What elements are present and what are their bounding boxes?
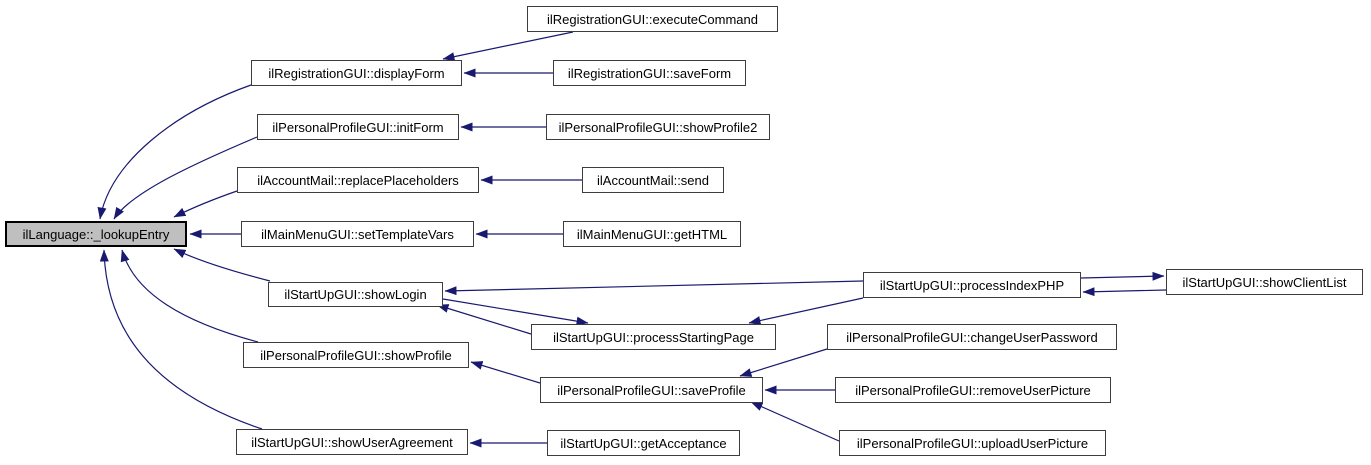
- edge-init-form-to-lookup-entry: [113, 136, 258, 220]
- graph-node-execute-command[interactable]: ilRegistrationGUI::executeCommand: [527, 6, 778, 32]
- graph-node-display-form[interactable]: ilRegistrationGUI::displayForm: [251, 60, 462, 86]
- graph-node-replace-placeholders[interactable]: ilAccountMail::replacePlaceholders: [237, 167, 479, 193]
- edge-process-index-php-to-show-client-list: [1080, 271, 1165, 281]
- edge-process-index-php-to-process-starting-page: [748, 297, 864, 325]
- graph-node-show-login[interactable]: ilStartUpGUI::showLogin: [268, 282, 443, 307]
- edge-upload-user-picture-to-save-profile: [750, 401, 840, 442]
- graph-node-show-profile2[interactable]: ilPersonalProfileGUI::showProfile2: [546, 114, 770, 140]
- edge-show-user-agreement-to-lookup-entry: [99, 249, 263, 430]
- edge-show-profile-to-lookup-entry: [120, 249, 259, 343]
- edge-replace-placeholders-to-lookup-entry: [173, 190, 238, 218]
- edge-process-index-php-to-show-login: [444, 280, 864, 296]
- graph-node-save-form[interactable]: ilRegistrationGUI::saveForm: [553, 60, 746, 86]
- edge-process-starting-page-to-show-login: [436, 304, 532, 335]
- graph-node-send[interactable]: ilAccountMail::send: [582, 167, 724, 193]
- edge-show-client-list-to-process-index-php: [1082, 287, 1167, 297]
- edge-save-profile-to-show-profile: [470, 361, 541, 384]
- graph-node-get-html[interactable]: ilMainMenuGUI::getHTML: [563, 221, 741, 247]
- graph-node-lookup-entry: ilLanguage::_lookupEntry: [5, 221, 187, 247]
- graph-node-get-acceptance[interactable]: ilStartUpGUI::getAcceptance: [547, 430, 740, 456]
- edge-show-login-to-lookup-entry: [173, 248, 271, 282]
- graph-node-process-index-php[interactable]: ilStartUpGUI::processIndexPHP: [863, 272, 1081, 298]
- edge-show-login-to-process-starting-page: [442, 298, 589, 326]
- edge-execute-command-to-display-form: [442, 31, 574, 62]
- graph-node-show-client-list[interactable]: ilStartUpGUI::showClientList: [1166, 269, 1363, 295]
- graph-node-show-profile[interactable]: ilPersonalProfileGUI::showProfile: [243, 342, 469, 368]
- graph-node-upload-user-picture[interactable]: ilPersonalProfileGUI::uploadUserPicture: [839, 430, 1106, 456]
- graph-node-remove-user-picture[interactable]: ilPersonalProfileGUI::removeUserPicture: [835, 377, 1111, 403]
- edge-change-user-password-to-save-profile: [739, 348, 828, 377]
- edge-display-form-to-lookup-entry: [97, 84, 252, 220]
- graph-node-save-profile[interactable]: ilPersonalProfileGUI::saveProfile: [540, 377, 763, 403]
- graph-node-change-user-password[interactable]: ilPersonalProfileGUI::changeUserPassword: [827, 324, 1117, 350]
- graph-node-set-template-vars[interactable]: ilMainMenuGUI::setTemplateVars: [241, 221, 474, 247]
- graph-node-show-user-agreement[interactable]: ilStartUpGUI::showUserAgreement: [236, 429, 468, 455]
- graph-node-process-starting-page[interactable]: ilStartUpGUI::processStartingPage: [531, 324, 776, 350]
- graph-node-init-form[interactable]: ilPersonalProfileGUI::initForm: [257, 114, 459, 140]
